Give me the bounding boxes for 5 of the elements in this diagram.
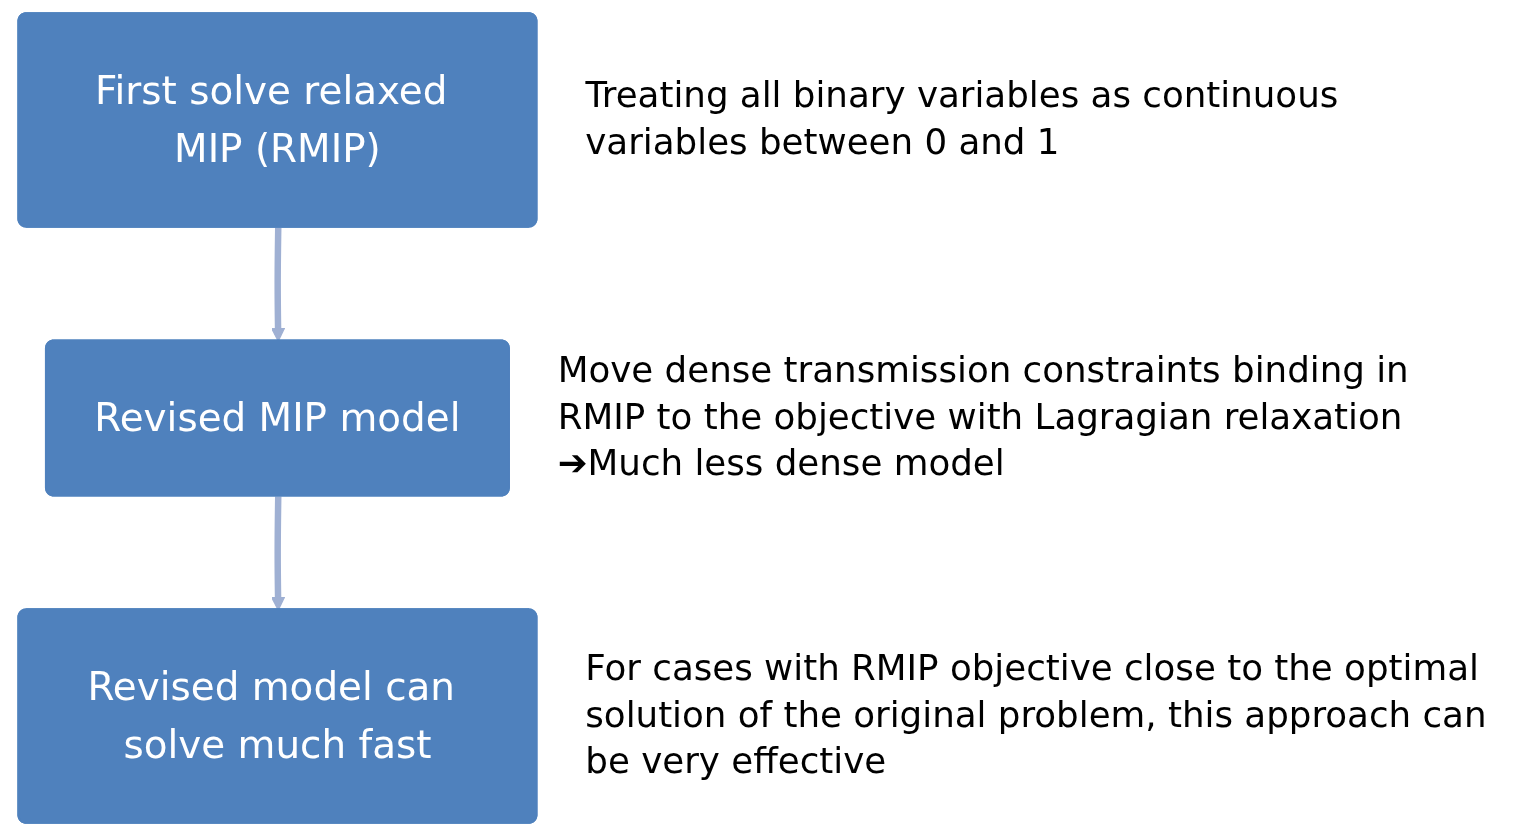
- bullet-text: For cases with RMIP objective close to the optimal solution of the original problem, this approach can be very effective: [585, 647, 1488, 784]
- arrow: [270, 496, 286, 611]
- bullet-text: Treating all binary variables as continuous variables between 0 and 1: [585, 74, 1340, 164]
- arrow: [270, 227, 286, 342]
- bullet-text: Move dense transmission constraints binding in RMIP to the objective with Lagragian relaxation ➔Much less dense model: [557, 349, 1410, 486]
